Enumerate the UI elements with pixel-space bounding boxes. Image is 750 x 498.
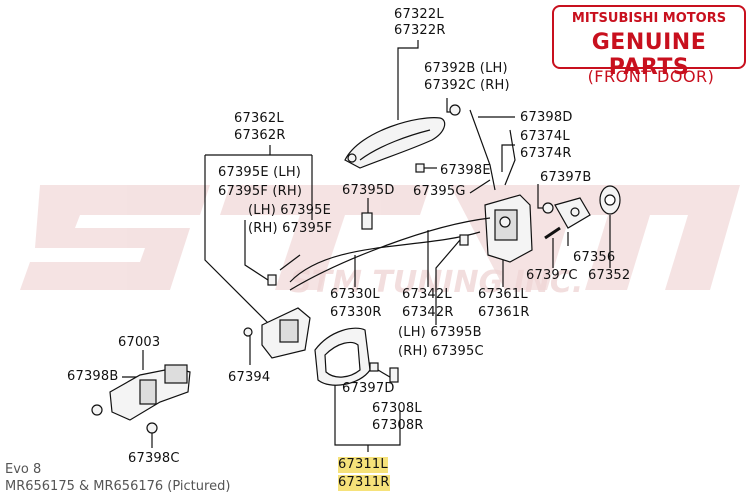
bolt-67397B-drawing bbox=[542, 202, 554, 214]
cable-67342-drawing bbox=[289, 217, 491, 291]
watermark-text: STM TUNING INC. bbox=[290, 265, 583, 300]
label-67398D: 67398D bbox=[520, 110, 573, 125]
label-67311L: 67311L bbox=[338, 457, 388, 473]
label-67398B: 67398B bbox=[67, 369, 119, 384]
badge-title: GENUINE PARTS bbox=[591, 30, 707, 80]
label-67374L: 67374L bbox=[520, 129, 570, 144]
label-67308R: 67308R bbox=[372, 418, 424, 433]
genuine-parts-badge: MITSUBISHI MOTORS GENUINE PARTS bbox=[552, 5, 746, 80]
label-67397B: 67397B bbox=[540, 170, 592, 185]
bolt-67398E-drawing bbox=[415, 163, 425, 173]
label-67361L: 67361L bbox=[478, 287, 528, 302]
label-67330R: 67330R bbox=[330, 305, 382, 320]
watermark-logo bbox=[20, 185, 740, 290]
bolt-67398B-drawing bbox=[91, 404, 103, 416]
label-67374R: 67374R bbox=[520, 146, 572, 161]
label-67395E-lh: 67395E (LH) bbox=[218, 165, 302, 180]
label-67308L: 67308L bbox=[372, 401, 422, 416]
label-67395F-rh: 67395F (RH) bbox=[218, 184, 303, 199]
part-numbers-note: MR656175 & MR656176 (Pictured) bbox=[5, 479, 231, 494]
label-67362L: 67362L bbox=[234, 111, 284, 126]
clip-67397D-drawing bbox=[389, 367, 399, 383]
label-lh-67395B: (LH) 67395B bbox=[398, 325, 482, 340]
parts-drawings bbox=[91, 104, 621, 434]
clip-67395D-drawing bbox=[361, 212, 373, 230]
badge-subtitle: (FRONT DOOR) bbox=[587, 67, 715, 86]
outside-handle-drawing bbox=[344, 117, 446, 169]
label-67398C: 67398C bbox=[128, 451, 180, 466]
rod-67374-drawing bbox=[469, 109, 496, 191]
label-67392B: 67392B (LH) bbox=[424, 61, 508, 76]
label-67352: 67352 bbox=[588, 268, 631, 283]
clip-67392-drawing bbox=[449, 104, 461, 116]
label-67395D: 67395D bbox=[342, 183, 395, 198]
label-lh-67395E: (LH) 67395E bbox=[248, 203, 332, 218]
leader-lines bbox=[122, 40, 611, 452]
label-rh-67395C: (RH) 67395C bbox=[398, 344, 484, 359]
screw-67397C-drawing bbox=[544, 226, 561, 240]
label-67311R: 67311R bbox=[338, 475, 390, 491]
model-note: Evo 8 bbox=[5, 462, 42, 477]
label-67395G: 67395G bbox=[413, 184, 466, 199]
label-67003: 67003 bbox=[118, 335, 161, 350]
label-67394: 67394 bbox=[228, 370, 271, 385]
label-67342R: 67342R bbox=[402, 305, 454, 320]
label-67397D: 67397D bbox=[342, 381, 395, 396]
label-67361R: 67361R bbox=[478, 305, 530, 320]
label-67330L: 67330L bbox=[330, 287, 380, 302]
label-67398E: 67398E bbox=[440, 163, 491, 178]
label-67392C: 67392C (RH) bbox=[424, 78, 510, 93]
label-67322R: 67322R bbox=[394, 23, 446, 38]
label-67342L: 67342L bbox=[402, 287, 452, 302]
label-67356: 67356 bbox=[573, 250, 616, 265]
bolt-67398C-drawing bbox=[146, 422, 158, 434]
label-67322L: 67322L bbox=[394, 7, 444, 22]
label-rh-67395F: (RH) 67395F bbox=[248, 221, 333, 236]
label-67362R: 67362R bbox=[234, 128, 286, 143]
label-67397C: 67397C bbox=[526, 268, 578, 283]
brand-name: MITSUBISHI MOTORS bbox=[571, 11, 727, 26]
